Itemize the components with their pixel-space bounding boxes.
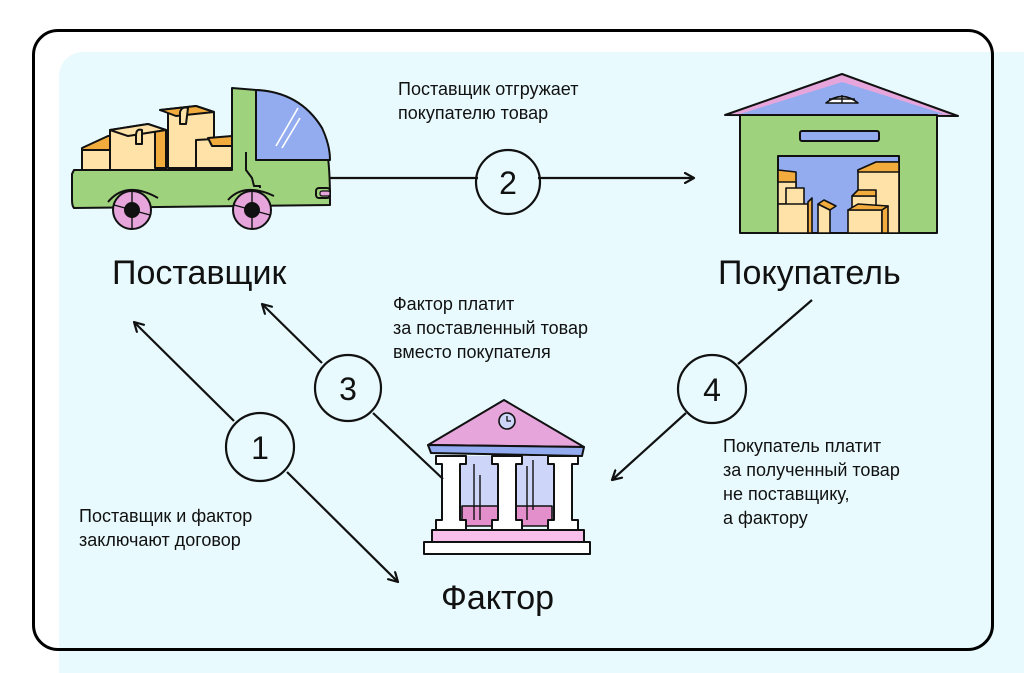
step-number-3: 3 xyxy=(339,371,357,407)
step-1-note-line: Поставщик и фактор xyxy=(79,506,253,526)
step-number-1: 1 xyxy=(251,430,269,466)
supplier-label: Поставщик xyxy=(112,254,287,292)
step-3-note-line: Фактор платит xyxy=(393,294,515,314)
step-number-2: 2 xyxy=(499,165,517,201)
step-4-note: Покупатель платит за полученный товар не… xyxy=(723,434,900,530)
step-3-note: Фактор платит за поставленный товар вмес… xyxy=(393,292,588,364)
step-4-note-line: не поставщику, xyxy=(723,484,850,504)
arrow-step-4 xyxy=(612,299,813,480)
step-4-note-line: за полученный товар xyxy=(723,460,900,480)
buyer-label: Покупатель xyxy=(718,254,901,292)
factor-label: Фактор xyxy=(441,579,555,617)
step-1-note-line: заключают договор xyxy=(79,530,241,550)
arrow-step-3 xyxy=(262,304,444,480)
step-2-note: Поставщик отгружает покупателю товар xyxy=(398,77,578,125)
step-3-note-line: вместо покупателя xyxy=(393,342,551,362)
step-badge-2: 2 xyxy=(474,148,542,216)
warehouse-icon xyxy=(724,73,959,234)
step-number-4: 4 xyxy=(703,372,721,408)
step-2-note-line: покупателю товар xyxy=(398,103,549,123)
step-2-note-line: Поставщик отгружает xyxy=(398,79,579,99)
step-badge-4: 4 xyxy=(676,353,748,425)
step-badge-3: 3 xyxy=(313,353,383,423)
step-4-note-line: Покупатель платит xyxy=(723,436,882,456)
bank-icon xyxy=(423,399,591,555)
arrow-step-1 xyxy=(134,322,398,582)
diagram-frame xyxy=(32,29,994,651)
step-1-note: Поставщик и фактор заключают договор xyxy=(79,504,252,552)
step-badge-1: 1 xyxy=(224,411,296,483)
step-4-note-line: а фактору xyxy=(723,508,808,528)
truck-icon xyxy=(71,87,331,230)
step-3-note-line: за поставленный товар xyxy=(393,318,589,338)
